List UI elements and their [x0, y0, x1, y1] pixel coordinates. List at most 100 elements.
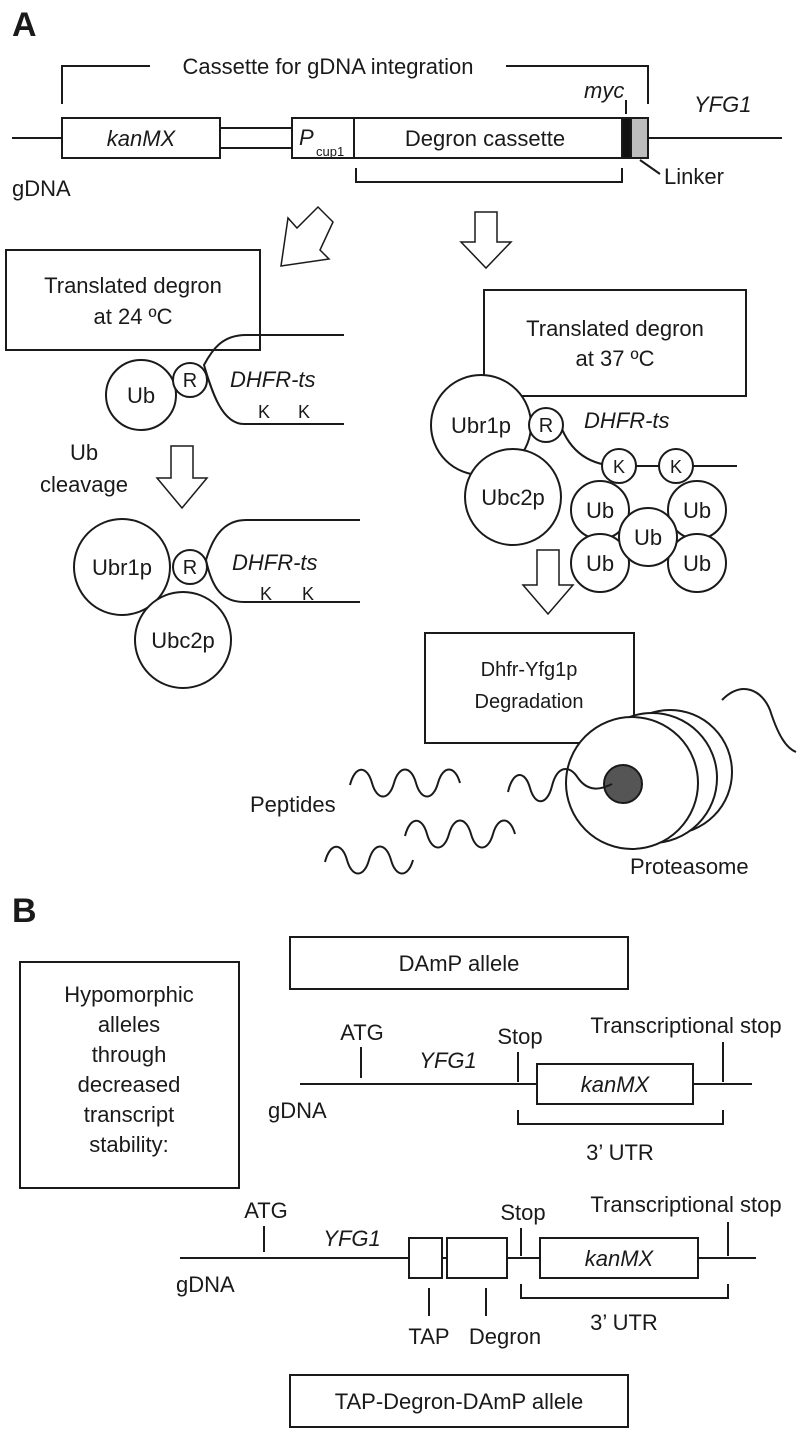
tap-label: TAP: [408, 1324, 449, 1349]
ubc2p-label-37c: Ubc2p: [481, 485, 545, 510]
yfg1-label: YFG1: [694, 92, 751, 117]
linker-band: [630, 117, 649, 159]
ub-cleavage-line2: cleavage: [40, 472, 128, 497]
ub-chain-label: Ub: [634, 525, 662, 550]
peptides-label: Peptides: [250, 792, 336, 817]
ub-chain-circle: [570, 533, 630, 593]
r-label-cleaved: R: [183, 557, 197, 579]
degron-37c-line1: Translated degron: [526, 316, 704, 341]
arrow-down-degradation: [521, 549, 575, 616]
degron-cassette-box: [353, 117, 623, 159]
k-label-24c-2: K: [298, 402, 310, 422]
panel-b-label: B: [12, 892, 37, 930]
tap-utr-label: 3’ UTR: [590, 1310, 658, 1335]
k-label-37c-2: K: [670, 457, 682, 477]
ubc2p-circle-24c: [134, 591, 232, 689]
ubr1p-label-37c: Ubr1p: [451, 413, 511, 438]
gdna-label: gDNA: [12, 176, 71, 201]
ub-chain-label: Ub: [586, 498, 614, 523]
hypo-line: Hypomorphic: [64, 982, 194, 1007]
peptide-squiggle: [324, 845, 414, 875]
degron-bracket: [355, 168, 623, 183]
proteasome: [565, 688, 797, 850]
tap-yfg1-label: YFG1: [323, 1226, 380, 1251]
damp-kanmx-box: [536, 1063, 694, 1105]
tap-gdna-label: gDNA: [176, 1272, 235, 1297]
degron-24c-box: [5, 249, 261, 351]
degron-cassette-label: Degron cassette: [405, 126, 565, 151]
ubc2p-label-24c: Ubc2p: [151, 628, 215, 653]
protein-backbone-24c: [202, 334, 344, 425]
degradation-line1: Dhfr-Yfg1p: [481, 659, 578, 681]
proteasome-core: [603, 764, 643, 804]
dhfr-ts-label-37c: DHFR-ts: [584, 408, 670, 433]
tap-atg-label: ATG: [244, 1198, 288, 1223]
promoter-subscript: cup1: [316, 144, 344, 159]
ubr1p-label-24c: Ubr1p: [92, 555, 152, 580]
degron-37c-line2: at 37 ºC: [576, 346, 655, 371]
damp-yfg1-label: YFG1: [419, 1048, 476, 1073]
dhfr-ts-label-24c: DHFR-ts: [230, 367, 316, 392]
damp-kanmx-label: kanMX: [581, 1072, 651, 1097]
k-circle-37c-1: [601, 448, 637, 484]
tap-degron-damp-box: [289, 1374, 629, 1428]
hypo-line: alleles: [98, 1012, 160, 1037]
k-label-cleaved-1: K: [260, 584, 272, 604]
damp-utr-label: 3’ UTR: [586, 1140, 654, 1165]
panel-a-label: A: [12, 6, 37, 44]
myc-label: myc: [584, 78, 624, 103]
kanmx-box: [61, 117, 221, 159]
kanmx-label: kanMX: [107, 126, 177, 151]
k-circle-37c-2: [658, 448, 694, 484]
damp-stop-label: Stop: [497, 1024, 542, 1049]
degron-box: [446, 1237, 508, 1279]
damp-atg-label: ATG: [340, 1020, 384, 1045]
tap-box: [408, 1237, 443, 1279]
tap-degron-damp-title: TAP-Degron-DAmP allele: [335, 1389, 584, 1414]
ub-chain-circle: [667, 533, 727, 593]
cassette-bracket: [61, 65, 649, 104]
peptide-entering-proteasome: [507, 768, 613, 803]
k-label-cleaved-2: K: [302, 584, 314, 604]
r-circle-cleaved: [172, 549, 208, 585]
r-circle-24c: [172, 362, 208, 398]
damp-tstop-label: Transcriptional stop: [590, 1013, 781, 1038]
arrow-diagonal-left: [280, 205, 334, 267]
tap-stop-label: Stop: [500, 1200, 545, 1225]
peptide-squiggle: [404, 819, 516, 849]
damp-gdna-label: gDNA: [268, 1098, 327, 1123]
linker-pointer: [639, 159, 661, 175]
r-circle-37c: [528, 407, 564, 443]
hypo-line: stability:: [89, 1132, 168, 1157]
ub-chain-label: Ub: [586, 551, 614, 576]
degron-37c-box: [483, 289, 747, 397]
r-label-37c: R: [539, 415, 553, 437]
ubc2p-circle-37c: [464, 448, 562, 546]
damp-allele-title: DAmP allele: [399, 951, 520, 976]
ub-chain-circle: [618, 507, 678, 567]
promoter-box: [291, 117, 355, 159]
ub-label: Ub: [127, 383, 155, 408]
hypo-line: decreased: [78, 1072, 181, 1097]
dhfr-ts-label-cleaved: DHFR-ts: [232, 550, 318, 575]
tap-tstop-label: Transcriptional stop: [590, 1192, 781, 1217]
arrow-down-right: [459, 211, 513, 270]
degron-24c-line1: Translated degron: [44, 273, 222, 298]
ub-cleavage-line1: Ub: [70, 440, 98, 465]
r-label-24c: R: [183, 370, 197, 392]
tap-kanmx-label: kanMX: [585, 1246, 655, 1271]
degron-24c-line2: at 24 ºC: [94, 304, 173, 329]
damp-allele-box: [289, 936, 629, 990]
hypo-line: through: [92, 1042, 167, 1067]
k-label-37c-1: K: [613, 457, 625, 477]
arrow-down-cleavage: [155, 445, 209, 510]
hypomorphic-box: [19, 961, 240, 1189]
promoter-label: P: [299, 125, 314, 150]
k-label-24c-1: K: [258, 402, 270, 422]
ubr1p-circle-24c: [73, 518, 171, 616]
degradation-line2: Degradation: [475, 691, 584, 713]
tap-kanmx-box: [539, 1237, 699, 1279]
ub-chain-label: Ub: [683, 498, 711, 523]
myc-band: [621, 117, 632, 159]
